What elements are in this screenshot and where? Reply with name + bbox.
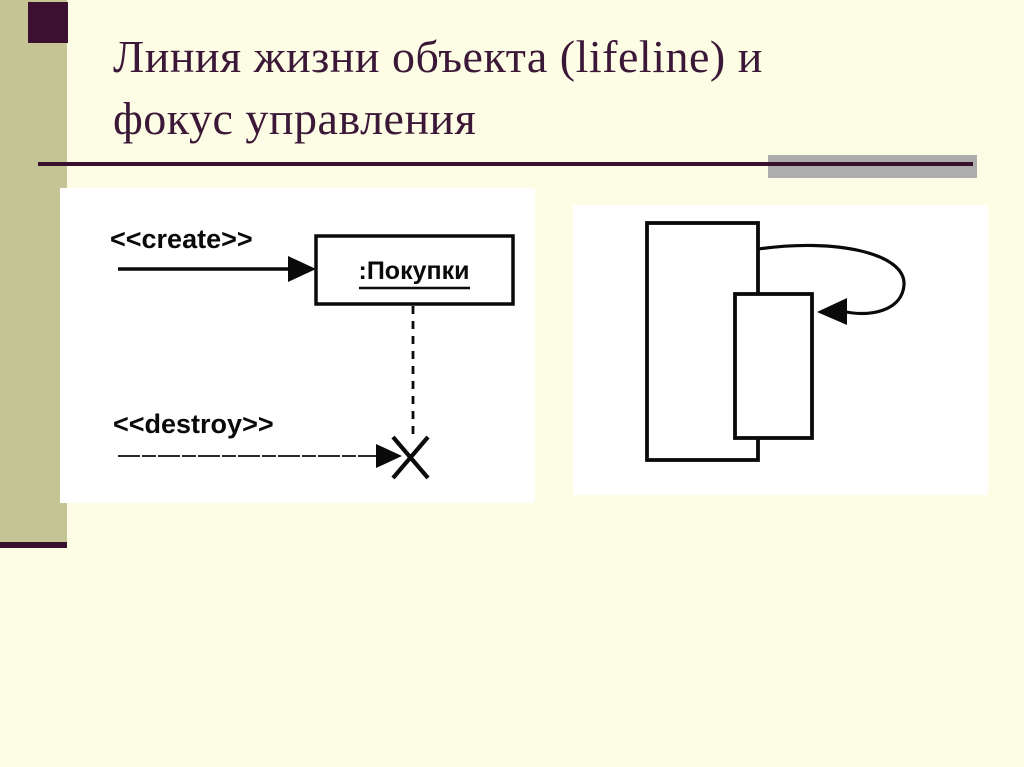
self-call-arrowhead-icon — [817, 298, 847, 325]
focus-of-control-diagram — [645, 221, 906, 462]
lifeline-diagram-panel: <<create>> :Покупки <<destroy>> — [60, 188, 535, 503]
create-arrowhead-icon — [288, 256, 316, 282]
destroy-message-arrow — [118, 444, 402, 468]
self-call-arc — [757, 243, 906, 315]
title-line-2: фокус управления — [113, 93, 477, 144]
title-rule-gray-accent — [768, 155, 977, 178]
left-accent-band — [0, 0, 67, 542]
destroy-stereotype-label: <<destroy>> — [113, 409, 274, 439]
destroy-arrowhead-icon — [376, 444, 402, 468]
lifeline-diagram: <<create>> :Покупки <<destroy>> — [110, 224, 515, 480]
title-underline-rule — [38, 162, 973, 166]
focus-of-control-diagram-panel — [573, 205, 988, 495]
object-name-label: :Покупки — [359, 257, 470, 285]
title-line-1: Линия жизни объекта (lifeline) и — [113, 31, 763, 82]
slide-title: Линия жизни объекта (lifeline) и фокус уп… — [113, 26, 993, 150]
object-box — [314, 234, 515, 306]
destruction-x-icon — [391, 435, 430, 480]
left-band-bottom-rule — [0, 542, 67, 548]
create-stereotype-label: <<create>> — [110, 224, 253, 254]
nested-activation-bar — [733, 292, 814, 440]
top-left-accent-square — [28, 2, 68, 43]
create-message-arrow — [118, 256, 316, 282]
